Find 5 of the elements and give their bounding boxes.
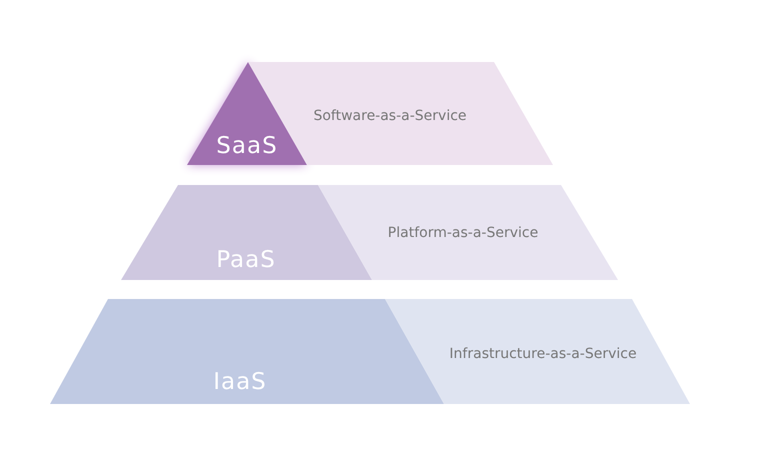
tier-label: Software-as-a-Service: [313, 108, 467, 124]
tier-abbreviation: SaaS: [216, 133, 278, 159]
tier-label: Platform-as-a-Service: [388, 225, 538, 241]
tier-abbreviation: IaaS: [213, 369, 267, 395]
tier-label: Infrastructure-as-a-Service: [449, 346, 637, 362]
